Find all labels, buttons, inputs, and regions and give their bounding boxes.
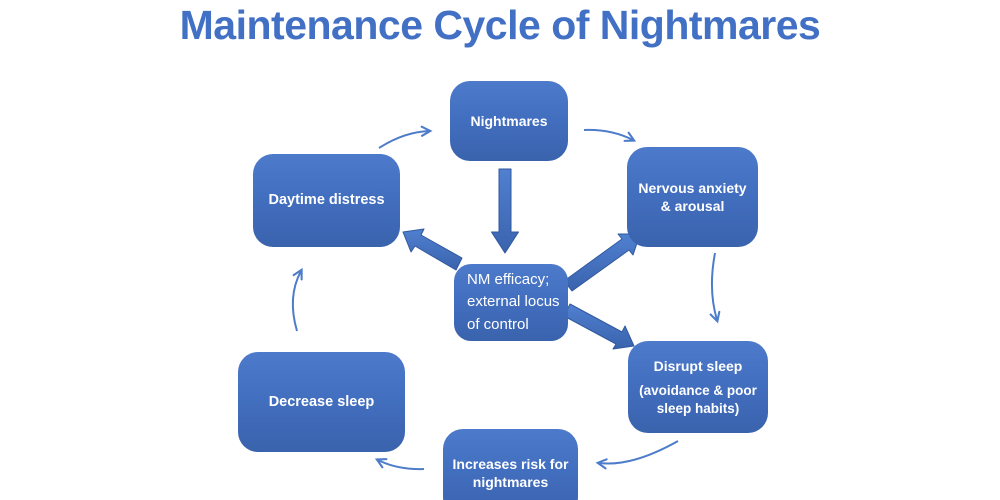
node-disrupt-sleep-label: Disrupt sleep [653, 357, 743, 374]
node-nightmares-label: Nightmares [470, 112, 548, 129]
cycle-arrow-decrease-to-daytime [291, 267, 303, 332]
node-disrupt-sleep-sublabel: (avoidance & poor sleep habits) [639, 383, 757, 416]
cycle-arrow-daytime-to-nightmares [378, 125, 433, 149]
node-increases-risk: Increases risk for nightmares [443, 429, 578, 500]
block-arrow-hub-to-disrupt [563, 303, 635, 350]
cycle-arrow-disrupt-to-increases [595, 440, 679, 470]
node-daytime-distress: Daytime distress [253, 154, 400, 247]
node-daytime-distress-label: Daytime distress [268, 192, 385, 209]
block-arrow-hub-to-daytime [402, 228, 463, 271]
node-nightmares: Nightmares [450, 81, 568, 161]
node-nervous-anxiety: Nervous anxiety & arousal [627, 147, 758, 247]
cycle-arrow-nervous-to-disrupt [709, 252, 721, 324]
node-disrupt-sleep: Disrupt sleep (avoidance & poor sleep ha… [628, 341, 768, 433]
node-hub-nm-efficacy: NM efficacy; external locus of control [454, 264, 568, 341]
node-decrease-sleep: Decrease sleep [238, 352, 405, 452]
diagram-title: Maintenance Cycle of Nightmares [179, 2, 821, 48]
node-decrease-sleep-label: Decrease sleep [268, 393, 375, 410]
cycle-arrow-nightmares-to-nervous [583, 128, 637, 142]
cycle-arrow-increases-to-decrease [374, 458, 425, 471]
node-nervous-anxiety-label: Nervous anxiety & arousal [638, 179, 747, 214]
block-arrow-hub-to-nervous [563, 233, 641, 292]
node-hub-label: NM efficacy; external locus of control [467, 270, 560, 333]
block-arrow-nightmares-to-hub [491, 168, 519, 254]
node-increases-risk-label: Increases risk for nightmares [452, 456, 569, 491]
